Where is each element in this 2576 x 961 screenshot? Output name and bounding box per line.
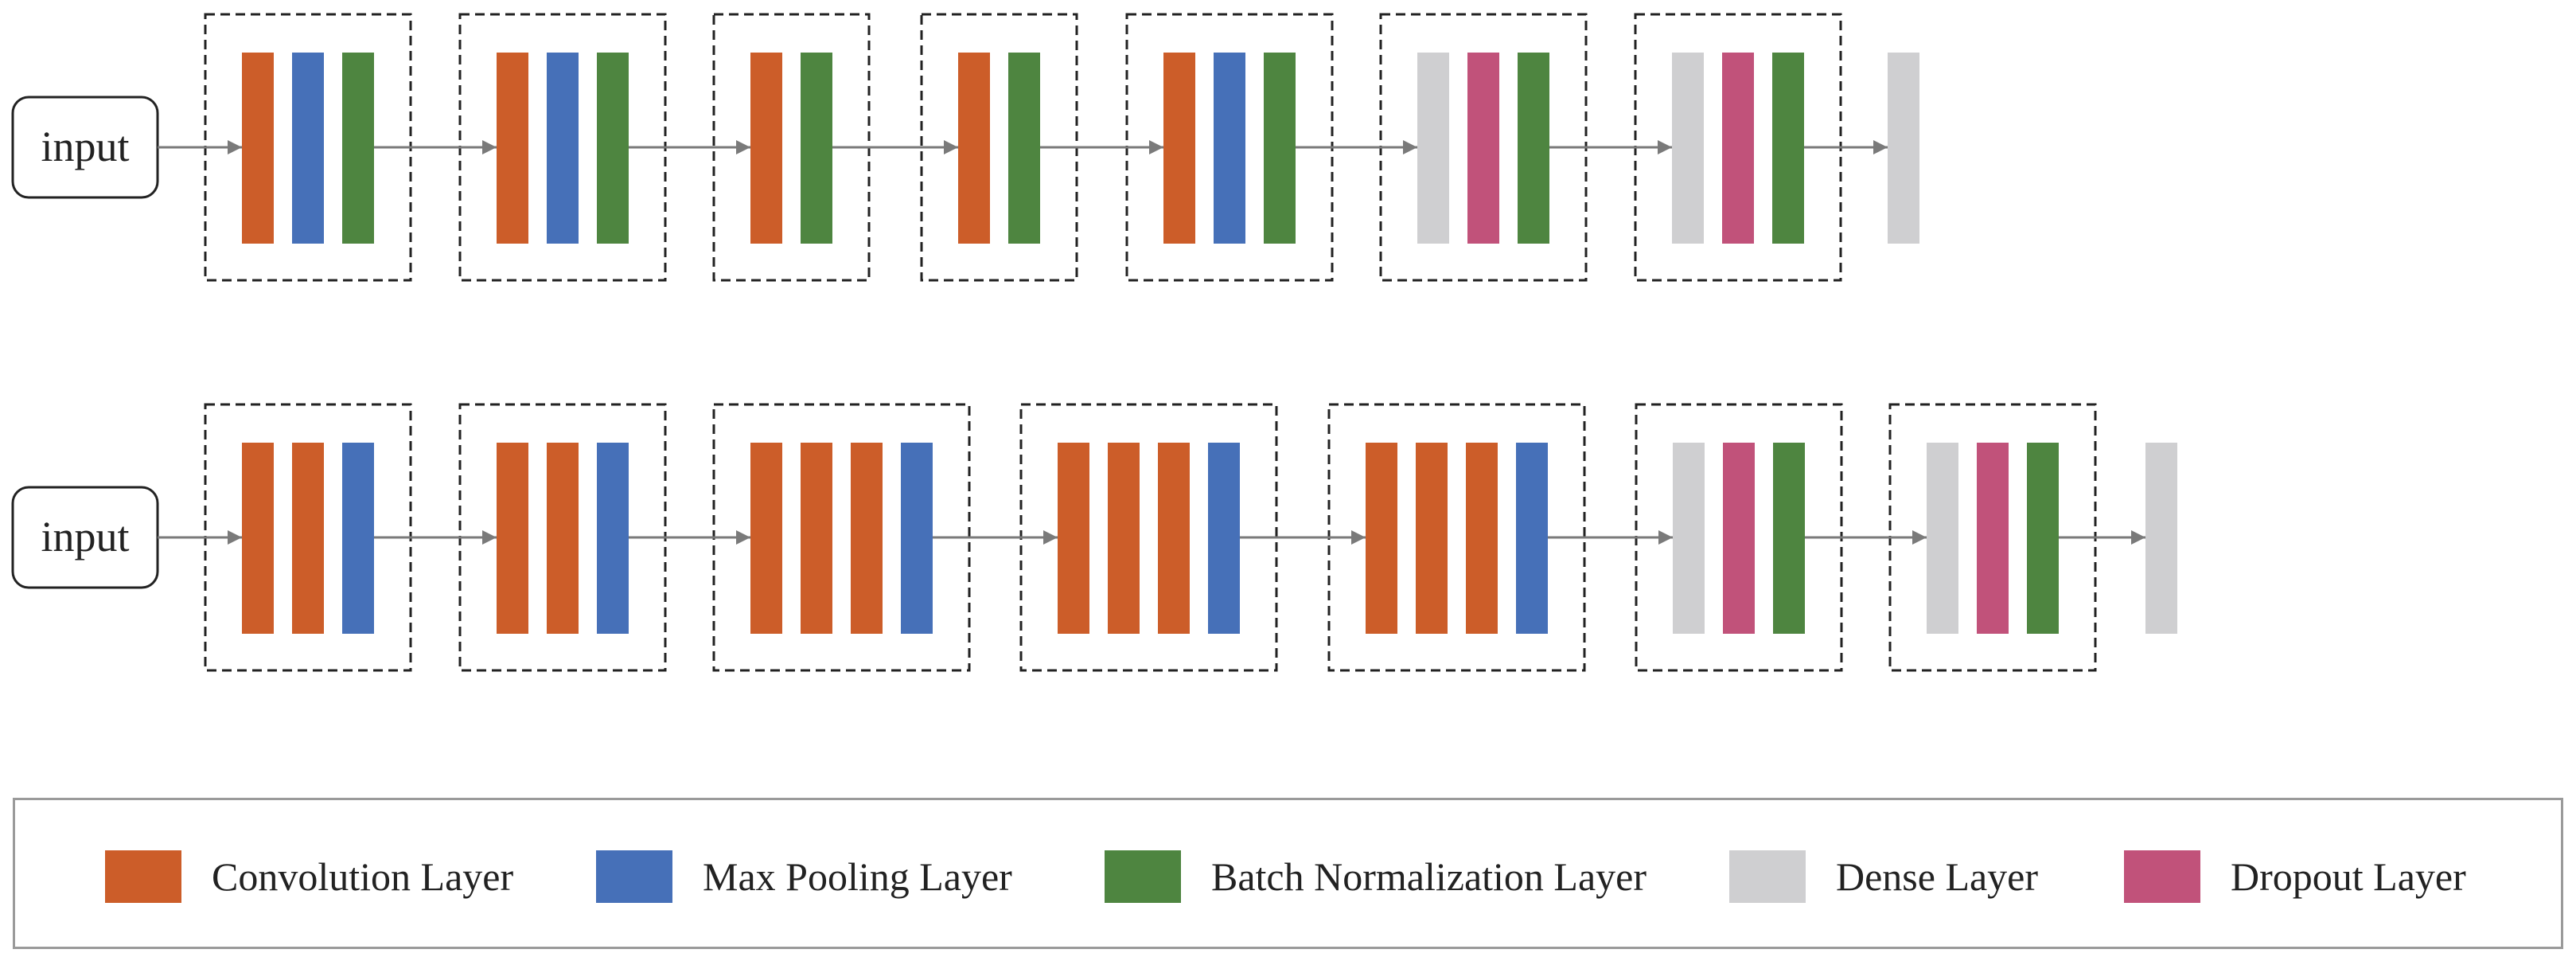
legend-swatch-batch-normalization (1105, 850, 1181, 903)
batch-normalization-layer (1518, 53, 1549, 244)
legend-label-dropout: Dropout Layer (2231, 854, 2466, 899)
legend-swatch-convolution (105, 850, 181, 903)
input-label: input (41, 513, 129, 561)
dense-layer (1417, 53, 1449, 244)
convolution-layer (497, 53, 528, 244)
batch-normalization-layer (342, 53, 374, 244)
max-pooling-layer (1214, 53, 1245, 244)
batch-normalization-layer (1008, 53, 1040, 244)
dense-layer (1888, 53, 1919, 244)
legend-label-convolution: Convolution Layer (212, 854, 514, 899)
max-pooling-layer (597, 443, 629, 634)
convolution-layer (750, 53, 782, 244)
max-pooling-layer (901, 443, 933, 634)
architecture-diagram: input input (11, 13, 2177, 672)
convolution-layer (1366, 443, 1397, 634)
max-pooling-layer (292, 53, 324, 244)
layer-block (1327, 403, 1586, 672)
convolution-layer (497, 443, 528, 634)
convolution-layer (851, 443, 883, 634)
layer-block (1888, 403, 2097, 672)
convolution-layer (242, 443, 274, 634)
dense-layer (1927, 443, 1958, 634)
layer-block (1634, 13, 1842, 282)
max-pooling-layer (342, 443, 374, 634)
dropout-layer (1722, 53, 1754, 244)
convolution-layer (1163, 53, 1195, 244)
convolution-layer (1416, 443, 1448, 634)
legend: Convolution Layer Max Pooling Layer Batc… (13, 798, 2563, 949)
batch-normalization-layer (801, 53, 832, 244)
dense-layer (1672, 53, 1704, 244)
layer-block (712, 403, 971, 672)
batch-normalization-layer (2027, 443, 2059, 634)
input-label: input (41, 123, 129, 170)
dense-layer (1673, 443, 1705, 634)
dense-layer (2145, 443, 2177, 634)
max-pooling-layer (547, 53, 579, 244)
network-row-2: input (11, 403, 2177, 672)
convolution-layer (1158, 443, 1190, 634)
convolution-layer (1058, 443, 1089, 634)
max-pooling-layer (1516, 443, 1548, 634)
batch-normalization-layer (1264, 53, 1296, 244)
legend-label-max-pooling: Max Pooling Layer (703, 854, 1012, 899)
legend-swatch-max-pooling (596, 850, 672, 903)
batch-normalization-layer (1772, 53, 1804, 244)
convolution-layer (242, 53, 274, 244)
convolution-layer (1466, 443, 1498, 634)
legend-swatch-dropout (2124, 850, 2200, 903)
convolution-layer (801, 443, 832, 634)
layer-block (1379, 13, 1588, 282)
convolution-layer (547, 443, 579, 634)
convolution-layer (1108, 443, 1140, 634)
layer-block (204, 13, 412, 282)
convolution-layer (958, 53, 990, 244)
layer-block (712, 13, 871, 282)
layer-block (458, 13, 667, 282)
dropout-layer (1977, 443, 2009, 634)
batch-normalization-layer (597, 53, 629, 244)
layer-block (204, 403, 412, 672)
convolution-layer (292, 443, 324, 634)
layer-block (1019, 403, 1278, 672)
batch-normalization-layer (1773, 443, 1805, 634)
max-pooling-layer (1208, 443, 1240, 634)
dropout-layer (1723, 443, 1755, 634)
convolution-layer (750, 443, 782, 634)
legend-label-dense: Dense Layer (1836, 854, 2039, 899)
dropout-layer (1467, 53, 1499, 244)
legend-swatch-dense (1729, 850, 1806, 903)
legend-label-batch-normalization: Batch Normalization Layer (1211, 854, 1647, 899)
